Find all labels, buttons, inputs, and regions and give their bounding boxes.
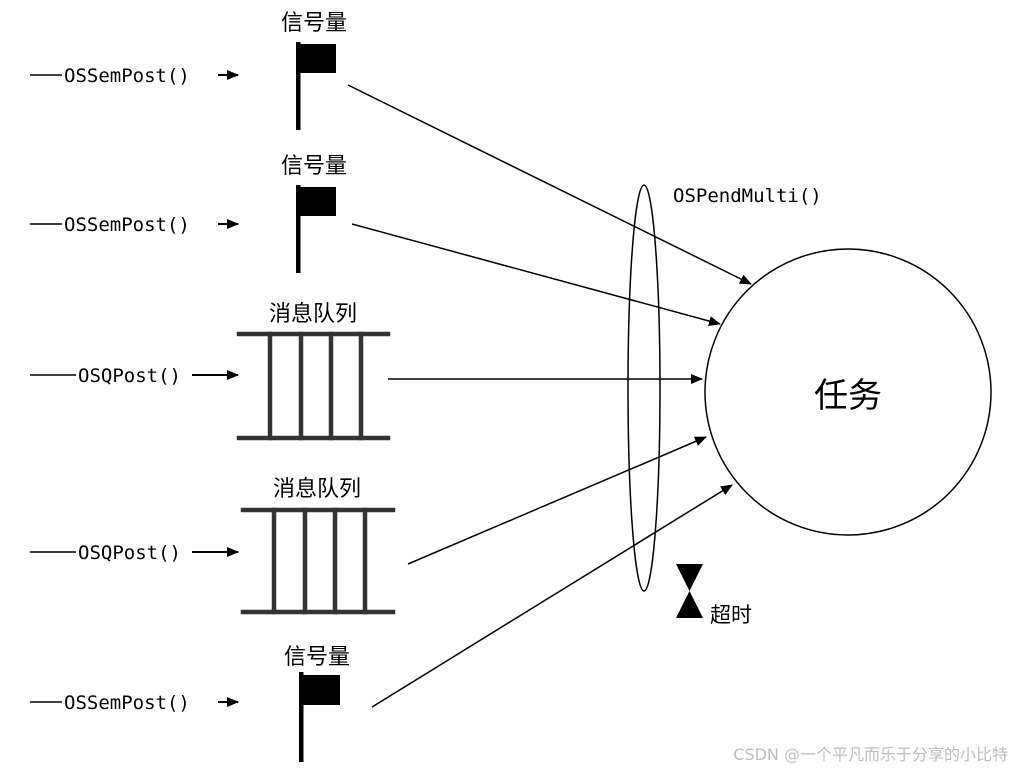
timeout-label: 超时 <box>710 603 752 627</box>
flag-icon <box>299 672 340 762</box>
source-1: 信号量 OSSemPost() <box>30 11 347 130</box>
pend-multi-label: OSPendMulti() <box>673 185 822 207</box>
queue-icon <box>236 331 391 441</box>
post-call: OSQPost() <box>78 365 181 387</box>
post-call: OSSemPost() <box>64 692 190 714</box>
semaphore-label: 信号量 <box>281 154 347 179</box>
flag-icon <box>296 42 336 130</box>
source-4: 消息队列 OSQPost() <box>30 477 396 615</box>
hourglass-icon <box>676 564 703 618</box>
post-call: OSQPost() <box>78 542 181 564</box>
source-2: 信号量 OSSemPost() <box>30 154 347 273</box>
arrow-to-task <box>347 84 752 285</box>
post-call: OSSemPost() <box>64 214 190 236</box>
arrow-to-task <box>407 436 707 565</box>
task-circle <box>704 248 992 536</box>
source-3: 消息队列 OSQPost() <box>30 302 391 441</box>
arrow-to-task <box>351 223 721 326</box>
source-5: 信号量 OSSemPost() <box>30 645 350 762</box>
queue-label: 消息队列 <box>269 302 357 327</box>
post-call: OSSemPost() <box>64 65 190 87</box>
watermark: CSDN @一个平凡而乐于分享的小比特 <box>733 745 1008 764</box>
queue-icon <box>240 507 396 615</box>
queue-label: 消息队列 <box>273 477 361 502</box>
flag-icon <box>296 185 336 273</box>
semaphore-label: 信号量 <box>284 645 350 670</box>
arrow-to-task <box>371 484 733 708</box>
task-arrows <box>347 84 752 708</box>
task-label: 任务 <box>814 376 882 416</box>
semaphore-label: 信号量 <box>281 11 347 36</box>
pend-multi-ellipse <box>627 184 661 592</box>
